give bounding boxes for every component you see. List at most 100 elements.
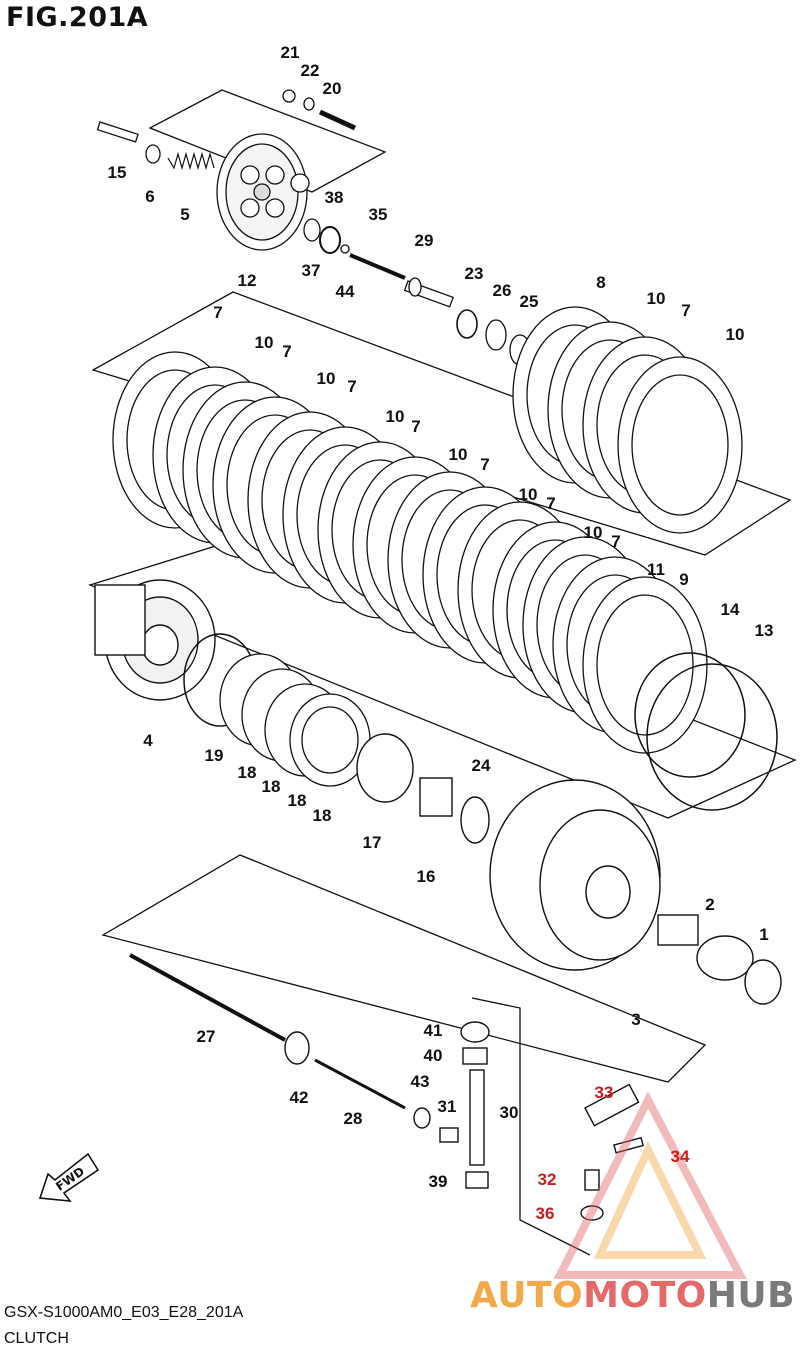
model-code: GSX-S1000AM0_E03_E28_201A	[4, 1304, 244, 1321]
callout-16: 16	[417, 867, 436, 886]
callout-29: 29	[415, 231, 434, 250]
washer-36	[580, 1205, 604, 1221]
washer-26	[485, 319, 507, 351]
callout-7: 7	[546, 494, 555, 513]
spring-32	[584, 1169, 600, 1191]
callout-35: 35	[369, 205, 388, 224]
callout-24: 24	[472, 756, 491, 775]
release-arm-33	[584, 1083, 640, 1127]
callout-31: 31	[438, 1097, 457, 1116]
callout-4: 4	[143, 731, 153, 750]
diagram-caption: CLUTCH	[4, 1330, 69, 1347]
callout-5: 5	[180, 205, 189, 224]
callout-27: 27	[197, 1027, 216, 1046]
callout-10: 10	[255, 333, 274, 352]
callout-26: 26	[493, 281, 512, 300]
washer-22	[303, 97, 315, 111]
callout-19: 19	[205, 746, 224, 765]
callout-32: 32	[538, 1170, 557, 1189]
callout-7: 7	[480, 455, 489, 474]
clutch-plate	[582, 576, 708, 754]
cam-plate-17	[356, 733, 414, 803]
bearing-38	[319, 226, 341, 254]
callout-8: 8	[596, 273, 605, 292]
watermark-auto: AUTO	[470, 1275, 584, 1316]
nut-21	[282, 89, 296, 103]
callout-7: 7	[611, 532, 620, 551]
callout-18: 18	[262, 777, 281, 796]
callout-11: 11	[647, 560, 665, 579]
callout-28: 28	[344, 1109, 363, 1128]
callout-10: 10	[647, 289, 666, 308]
bearing-40	[462, 1047, 488, 1065]
washer-24	[460, 796, 490, 844]
push-rod-27	[129, 953, 286, 1042]
callout-43: 43	[411, 1072, 430, 1091]
pin-31	[439, 1127, 459, 1143]
release-shaft-30	[469, 1069, 485, 1166]
push-rod-20	[318, 109, 357, 131]
callout-7: 7	[411, 417, 420, 436]
callout-10: 10	[519, 485, 538, 504]
callout-42: 42	[290, 1088, 309, 1107]
callout-7: 7	[282, 342, 291, 361]
callout-33: 33	[595, 1083, 614, 1102]
one-way-16	[419, 777, 453, 817]
group-frame-release	[471, 997, 591, 1256]
washer-6	[145, 144, 161, 164]
callout-7: 7	[681, 301, 690, 320]
callout-2: 2	[705, 895, 714, 914]
callout-36: 36	[536, 1204, 555, 1223]
callout-10: 10	[386, 407, 405, 426]
figure-title: FIG.201A	[6, 2, 149, 33]
callout-6: 6	[145, 187, 154, 206]
watermark-logo-triangle	[553, 1091, 747, 1279]
push-rod-28	[314, 1058, 406, 1110]
callout-18: 18	[313, 806, 332, 825]
wire-ring-14	[634, 652, 746, 778]
callout-7: 7	[347, 377, 356, 396]
group-frame-hub	[88, 539, 797, 819]
callout-22: 22	[301, 61, 320, 80]
nut-23	[456, 309, 478, 339]
callout-17: 17	[363, 833, 382, 852]
clutch-plate	[617, 356, 743, 534]
callout-7: 7	[213, 303, 222, 322]
callout-38: 38	[325, 188, 344, 207]
watermark: AUTOMOTOHUB	[470, 1275, 795, 1316]
fwd-arrow-icon: FWD	[38, 1152, 100, 1202]
spring-13	[646, 663, 778, 811]
spring-washers-18	[219, 653, 371, 787]
callout-39: 39	[429, 1172, 448, 1191]
clutch-sleeve-hub-4	[94, 579, 216, 701]
callout-12: 12	[238, 271, 257, 290]
callout-20: 20	[323, 79, 342, 98]
bolt-15	[96, 121, 139, 143]
needle-bearing-2	[696, 935, 754, 981]
bolt-34	[613, 1136, 644, 1154]
callout-10: 10	[317, 369, 336, 388]
callout-18: 18	[238, 763, 257, 782]
watermark-hub: HUB	[706, 1275, 796, 1316]
callout-13: 13	[755, 621, 774, 640]
callout-10: 10	[726, 325, 745, 344]
callout-34: 34	[671, 1147, 690, 1166]
callout-1: 1	[759, 925, 768, 944]
bearing-39	[465, 1171, 489, 1189]
pressure-plate	[216, 133, 310, 251]
nut-44	[340, 244, 350, 254]
washer-37	[303, 218, 321, 242]
callout-23: 23	[465, 264, 484, 283]
callout-21: 21	[281, 43, 300, 62]
callout-40: 40	[424, 1046, 443, 1065]
callout-41: 41	[424, 1021, 443, 1040]
spring-5	[167, 151, 215, 171]
callout-37: 37	[302, 261, 321, 280]
callout-9: 9	[679, 570, 688, 589]
callout-3: 3	[631, 1010, 640, 1029]
push-rod-35	[349, 253, 406, 280]
callout-15: 15	[108, 163, 127, 182]
callout-30: 30	[500, 1103, 519, 1122]
seal-43	[413, 1107, 431, 1129]
